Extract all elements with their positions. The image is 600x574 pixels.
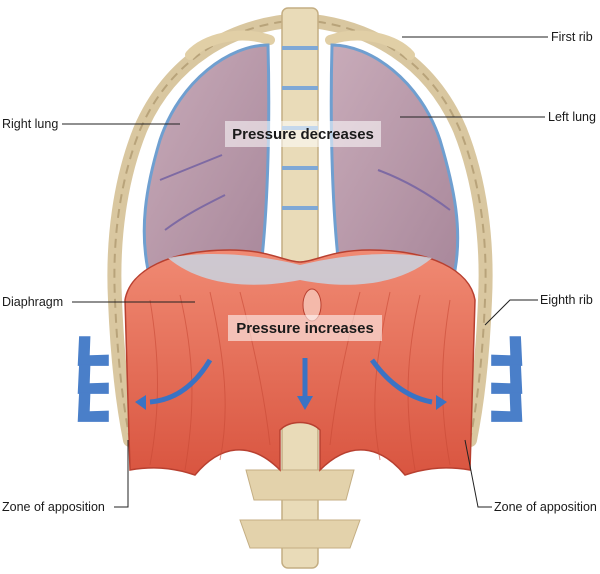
pressure-decreases-banner: Pressure decreases	[225, 121, 381, 147]
zone-of-apposition-left-label: Zone of apposition	[2, 500, 105, 514]
rib-cage	[107, 13, 493, 447]
zone-of-apposition-right-label: Zone of apposition	[494, 500, 597, 514]
right-lung-label: Right lung	[2, 117, 58, 131]
right-expansion-arrows	[491, 336, 523, 422]
pressure-increases-text: Pressure increases	[236, 320, 374, 337]
right-lung	[142, 43, 271, 272]
pressure-decreases-text: Pressure decreases	[232, 126, 374, 143]
diaphragm	[124, 249, 476, 476]
leader-lines	[62, 36, 548, 508]
left-lung	[329, 43, 460, 272]
left-lung-label: Left lung	[548, 110, 596, 124]
diaphragm-label: Diaphragm	[2, 295, 63, 309]
pressure-increases-banner: Pressure increases	[228, 315, 382, 341]
left-expansion-arrows	[77, 336, 109, 422]
first-rib-label: First rib	[551, 30, 593, 44]
downward-pressure-arrows	[135, 358, 447, 410]
eighth-rib-label: Eighth rib	[540, 293, 593, 307]
